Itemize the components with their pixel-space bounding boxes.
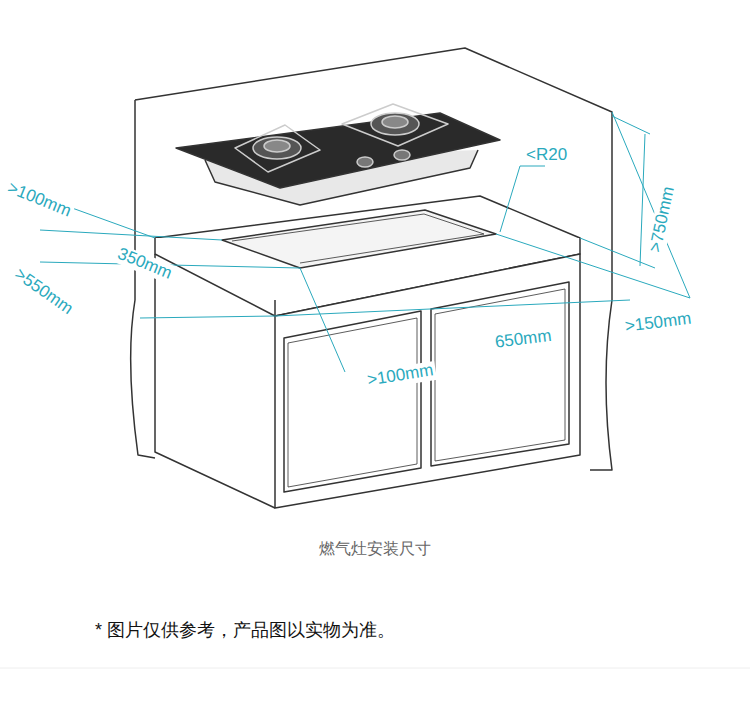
cabinet-door — [431, 282, 569, 466]
dimension-label: >150mm — [622, 309, 694, 336]
radius-label: <R20 — [524, 146, 569, 165]
dimension-label: >100mm — [3, 178, 75, 222]
cabinet-side — [155, 254, 275, 508]
stove-glass — [176, 113, 500, 188]
dimension-label: >550mm — [9, 264, 78, 320]
note-text: * 图片仅供参考，产品图以实物为准。 — [95, 621, 395, 641]
dimension-label: >750mm — [646, 183, 679, 256]
cabinet-door — [284, 311, 421, 492]
cabinet-front — [275, 254, 580, 508]
cutout — [222, 210, 496, 268]
dimension-lines — [40, 112, 690, 372]
caption: 燃气灶安装尺寸 — [319, 540, 431, 558]
divider — [0, 668, 750, 669]
